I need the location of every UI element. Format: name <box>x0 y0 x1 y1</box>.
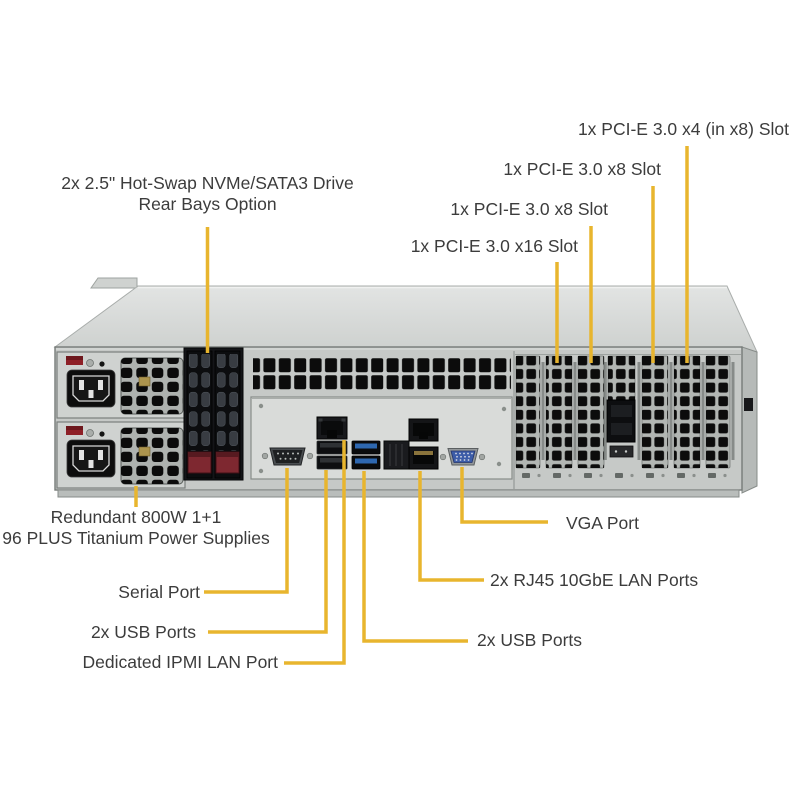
callout-lines <box>134 146 689 665</box>
slot-separators <box>541 362 735 460</box>
label-power-supplies: Redundant 800W 1+1 96 PLUS Titanium Powe… <box>0 507 272 549</box>
label-lan-ports: 2x RJ45 10GbE LAN Ports <box>490 570 699 590</box>
vga-port <box>439 448 486 466</box>
chassis <box>53 277 758 498</box>
ipmi-lan-port <box>316 416 348 440</box>
chassis-bottom-flange <box>57 489 740 498</box>
pcie-slot-covers <box>515 355 731 469</box>
label-vga-port: VGA Port <box>566 513 639 533</box>
label-rear-bays: 2x 2.5" Hot-Swap NVMe/SATA3 Drive Rear B… <box>45 173 370 215</box>
label-ipmi-lan-port: Dedicated IPMI LAN Port <box>82 652 279 672</box>
label-rear-bays-line2: Rear Bays Option <box>138 194 277 214</box>
bottom-rail-tabs <box>522 473 727 478</box>
vent-grid <box>253 358 511 392</box>
label-pcie-x8-slot-upper: 1x PCI-E 3.0 x8 Slot <box>503 159 661 179</box>
chassis-lid-tab <box>90 277 138 289</box>
label-serial-port: Serial Port <box>118 582 200 602</box>
io-panel <box>250 396 513 480</box>
serial-port <box>261 447 314 466</box>
power-supply-2 <box>56 421 186 489</box>
callout-line-usb-left <box>208 470 328 634</box>
center-connector-column <box>606 355 636 458</box>
label-power-supplies-line2: 96 PLUS Titanium Power Supplies <box>2 528 270 548</box>
rear-drive-bays <box>183 347 244 481</box>
drive-tray-2 <box>214 350 241 479</box>
pcie-slot-area <box>513 351 741 489</box>
usb3-ports <box>351 440 381 470</box>
callout-line-vga <box>460 467 548 524</box>
label-pcie-x8-slot-lower: 1x PCI-E 3.0 x8 Slot <box>450 199 608 219</box>
callout-line-usb-right <box>362 471 468 643</box>
drive-tray-1 <box>186 350 213 479</box>
label-pcie-x16-slot: 1x PCI-E 3.0 x16 Slot <box>410 236 578 256</box>
label-pcie-x4-slot: 1x PCI-E 3.0 x4 (in x8) Slot <box>577 119 789 139</box>
callout-line-ipmi <box>284 440 346 665</box>
label-usb-ports-left: 2x USB Ports <box>90 622 196 642</box>
label-power-supplies-line1: Redundant 800W 1+1 <box>50 507 222 527</box>
side-latch <box>744 398 753 411</box>
callout-line-serial-port <box>204 468 289 594</box>
port-blank-module <box>383 440 410 470</box>
lan-ports-10gbe <box>408 418 439 470</box>
usb2-ports <box>316 440 348 470</box>
power-supply-1 <box>56 351 186 419</box>
label-usb-ports-right: 2x USB Ports <box>477 630 583 650</box>
chassis-right-side <box>741 346 758 494</box>
label-rear-bays-line1: 2x 2.5" Hot-Swap NVMe/SATA3 Drive <box>61 173 354 193</box>
callout-line-lan <box>418 471 484 582</box>
